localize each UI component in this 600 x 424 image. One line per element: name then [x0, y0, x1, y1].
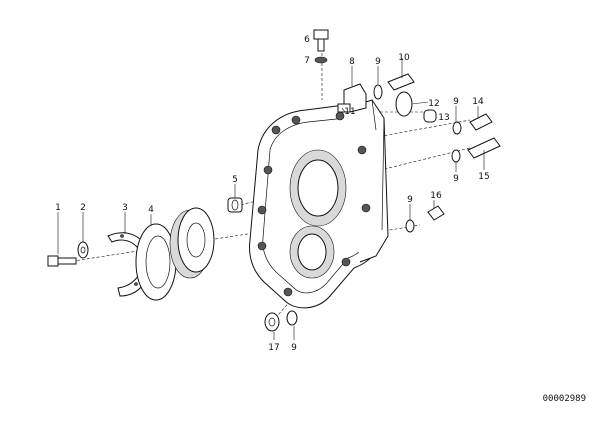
callout-16: 16 — [430, 191, 442, 201]
callout-9e: 9 — [291, 343, 297, 353]
transmission-housing — [249, 99, 389, 309]
callout-3: 3 — [122, 203, 128, 213]
bolt-11 — [337, 103, 351, 113]
callout-9a: 9 — [375, 57, 381, 67]
washer-2 — [77, 241, 89, 259]
callout-9d: 9 — [407, 195, 413, 205]
bolt-10 — [387, 73, 415, 91]
cap-12 — [395, 91, 413, 117]
bolt-6 — [313, 29, 329, 52]
plug-13 — [423, 109, 437, 123]
washer-9-right-lower — [405, 219, 415, 233]
callout-1: 1 — [55, 203, 61, 213]
callout-10: 10 — [398, 53, 410, 63]
washer-9-top — [373, 84, 383, 100]
callout-9c: 9 — [453, 174, 459, 184]
callout-15: 15 — [478, 172, 489, 182]
callout-12: 12 — [428, 99, 439, 109]
callout-14: 14 — [472, 97, 484, 107]
callout-17: 17 — [268, 343, 279, 353]
bolt-1 — [47, 255, 77, 267]
shim-ring-4 — [135, 223, 177, 301]
ring-17 — [264, 312, 280, 332]
callout-11: 11 — [344, 107, 355, 117]
callout-5: 5 — [232, 175, 238, 185]
spring-washer-7 — [314, 56, 328, 64]
sleeve-5 — [227, 197, 243, 213]
callout-4: 4 — [148, 205, 154, 215]
callout-labels: 1 2 3 4 5 6 7 8 9 10 11 12 13 9 14 9 15 … — [55, 35, 490, 353]
callout-13: 13 — [438, 113, 449, 123]
bearing — [169, 207, 215, 279]
bolt-16 — [427, 205, 445, 221]
washer-9-right-upper — [452, 121, 462, 135]
callout-8: 8 — [349, 57, 355, 67]
bolt-15 — [467, 137, 501, 159]
callout-9b: 9 — [453, 97, 459, 107]
callout-6: 6 — [304, 35, 310, 45]
callout-7: 7 — [304, 56, 310, 66]
leader-lines — [57, 38, 485, 340]
callout-2: 2 — [80, 203, 86, 213]
document-number: 00002989 — [542, 394, 586, 404]
washer-9-bottom — [286, 310, 298, 326]
bolt-14 — [469, 113, 493, 131]
washer-9-right-middle — [451, 149, 461, 163]
